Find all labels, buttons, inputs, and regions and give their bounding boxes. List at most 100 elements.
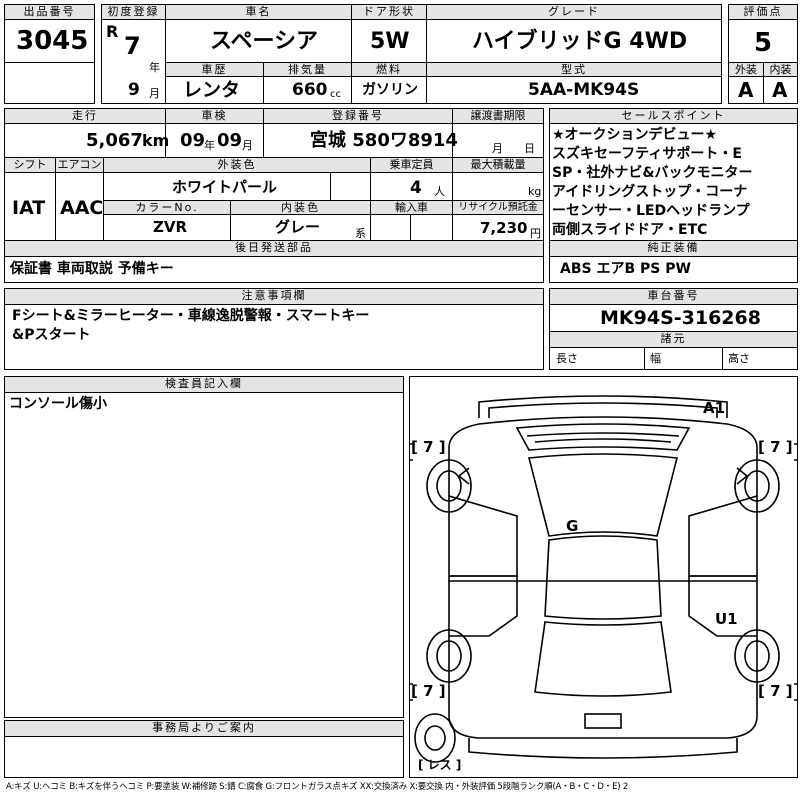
tire-front-left: [ 7 ]	[411, 438, 446, 456]
door-type: 5W	[370, 29, 410, 54]
history: レンタ	[183, 79, 241, 101]
reg-year: 7	[124, 32, 141, 60]
cc-unit: cc	[330, 89, 341, 100]
displacement-header: 排気量	[263, 62, 352, 77]
history-header: 車歴	[165, 62, 264, 77]
color-no-header: カラーNo.	[103, 200, 231, 215]
import-header: 輸入車	[370, 200, 453, 215]
notes-line-2: &Pスタート	[12, 327, 91, 343]
height-label: 高さ	[728, 352, 750, 365]
ext-color-header: 外装色	[103, 157, 371, 173]
spare-tire-label: [ レス ]	[418, 758, 462, 772]
yen-unit: 円	[530, 227, 541, 240]
inspector-header: 検査員記入欄	[4, 376, 404, 393]
recycle-header: リサイクル預託金	[452, 200, 544, 215]
reg-number: 宮城 580ワ8914	[310, 130, 458, 151]
ext-color-cell-2	[330, 172, 371, 201]
selling-points: ★オークションデビュー★ スズキセーフティサポート・E SP・社外ナビ&バックモ…	[552, 128, 753, 242]
equipment-cell	[549, 256, 798, 283]
selling-line: ★オークションデビュー★	[552, 127, 718, 143]
specs-header: 諸元	[549, 331, 798, 348]
lot-header: 出品番号	[4, 4, 95, 20]
month-unit: 月	[149, 87, 160, 100]
import-cell	[370, 214, 453, 241]
import-divider	[410, 214, 411, 241]
insp-month: 09	[217, 130, 243, 151]
equipment: ABS エアB PS PW	[560, 261, 691, 277]
car-name: スペーシア	[210, 29, 319, 54]
model: 5AA-MK94S	[528, 80, 640, 100]
max-load-header: 最大積載量	[452, 157, 544, 173]
insp-year: 09	[180, 130, 206, 151]
int-color-header: 内装色	[230, 200, 371, 215]
tire-rear-left: [ 7 ]	[411, 682, 446, 700]
int-color: グレー	[275, 218, 321, 236]
tire-rear-right: [ 7 ]	[758, 682, 793, 700]
car-diagram	[409, 395, 798, 763]
chassis-header: 車台番号	[549, 288, 798, 305]
ext-color: ホワイトパール	[172, 178, 278, 196]
lot-number: 3045	[16, 26, 89, 56]
inspection-header: 車検	[165, 108, 264, 124]
inspector-note: コンソール傷小	[9, 396, 107, 412]
exterior: A	[738, 78, 754, 102]
office-header: 事務局よりご案内	[4, 720, 404, 737]
grade: ハイブリッドG 4WD	[472, 29, 688, 54]
selling-line: スズキセーフティサポート・E	[552, 146, 742, 162]
first-reg-header: 初度登録	[101, 4, 166, 20]
notes-line-1: Fシート&ミラーヒーター・車線逸脱警報・スマートキー	[12, 308, 370, 324]
score-header: 評価点	[728, 4, 798, 20]
insp-year-unit: 年	[204, 139, 215, 152]
capacity-header: 乗車定員	[370, 157, 453, 173]
fuel-header: 燃料	[351, 62, 427, 77]
shift-header: シフト	[4, 157, 56, 173]
interior: A	[772, 78, 788, 102]
mileage-header: 走行	[4, 108, 166, 124]
reg-month: 9	[128, 80, 140, 100]
selling-header: セールスポイント	[549, 108, 798, 124]
selling-line: 両側スライドドア・ETC	[552, 222, 708, 238]
chassis: MK94S-316268	[600, 307, 761, 329]
aircon: AAC	[60, 197, 104, 219]
km-unit: km	[142, 131, 170, 150]
inspector-cell	[4, 392, 404, 718]
length-label: 長さ	[556, 352, 578, 365]
model-cell	[426, 76, 722, 104]
notes-cell	[4, 304, 544, 370]
selling-line: SP・社外ナビ&バックモニター	[552, 165, 753, 181]
interior-cell	[763, 76, 798, 104]
notes-header: 注意事項欄	[4, 288, 544, 305]
later-parts: 保証書 車両取説 予備キー	[10, 261, 174, 277]
equipment-header: 純正装備	[549, 240, 798, 257]
fuel: ガソリン	[362, 82, 418, 98]
capacity: 4	[410, 178, 422, 198]
height-cell	[722, 347, 798, 370]
selling-line: アイドリングストップ・コーナ	[552, 184, 748, 200]
damage-g: G	[566, 517, 579, 535]
transfer-header: 譲渡書期限	[452, 108, 544, 124]
displacement: 660	[292, 80, 328, 100]
model-header: 型式	[426, 62, 722, 77]
recycle: 7,230	[480, 219, 528, 237]
tire-front-right: [ 7 ]	[758, 438, 793, 456]
office-cell	[4, 736, 404, 778]
lot-blank	[4, 62, 95, 104]
later-parts-cell	[4, 256, 544, 283]
load-unit: kg	[528, 185, 542, 198]
interior-header: 内装	[763, 62, 798, 77]
damage-u1: U1	[715, 610, 738, 628]
int-color-unit: 系	[355, 227, 366, 240]
score: 5	[754, 28, 773, 58]
era: R	[106, 22, 119, 41]
door-header: ドア形状	[351, 4, 427, 20]
car-name-header: 車名	[165, 4, 352, 20]
shift: IAT	[12, 197, 46, 219]
grade-header: グレード	[426, 4, 722, 20]
damage-a1: A1	[703, 399, 726, 417]
mileage: 5,067	[86, 130, 143, 151]
transfer-day: 日	[524, 142, 535, 155]
selling-line: ーセンサー・LEDヘッドランプ	[552, 203, 750, 219]
legend: A:キズ U:ヘコミ B:キズを伴うヘコミ P:要塗装 W:補修跡 S:錆 C:…	[6, 782, 629, 792]
color-no: ZVR	[153, 218, 188, 236]
aircon-header: エアコン	[55, 157, 104, 173]
